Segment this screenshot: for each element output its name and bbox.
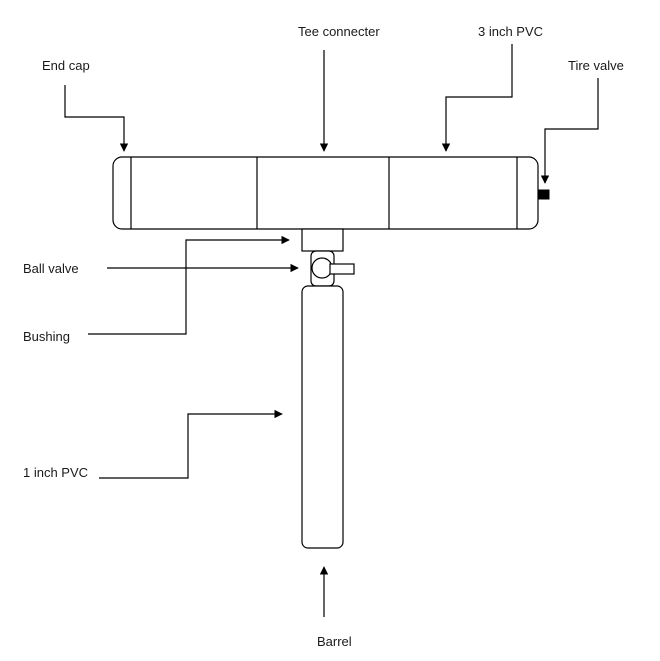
- label-1-inch-pvc: 1 inch PVC: [23, 465, 89, 480]
- tire-valve-arrow: [540, 78, 599, 184]
- label-end-cap: End cap: [42, 58, 90, 73]
- three-inch-pvc-arrow: [441, 44, 513, 152]
- label-tire-valve: Tire valve: [568, 58, 624, 73]
- ball-valve-handle: [329, 263, 355, 275]
- label-tee-connecter: Tee connecter: [298, 24, 380, 39]
- label-3-inch-pvc: 3 inch PVC: [478, 24, 544, 39]
- label-bushing: Bushing: [23, 329, 70, 344]
- label-barrel: Barrel: [317, 634, 352, 649]
- bushing-part: [301, 228, 344, 252]
- one-inch-pvc-arrow: [99, 409, 283, 479]
- end-cap-arrow: [64, 85, 129, 152]
- label-ball-valve: Ball valve: [23, 261, 79, 276]
- barrel-1-inch-pvc: [301, 285, 344, 549]
- tire-valve-part: [537, 189, 550, 200]
- bushing-arrow: [88, 235, 290, 335]
- ball-valve-ball: [311, 257, 333, 279]
- air-chamber-3-inch-pvc: [112, 156, 539, 230]
